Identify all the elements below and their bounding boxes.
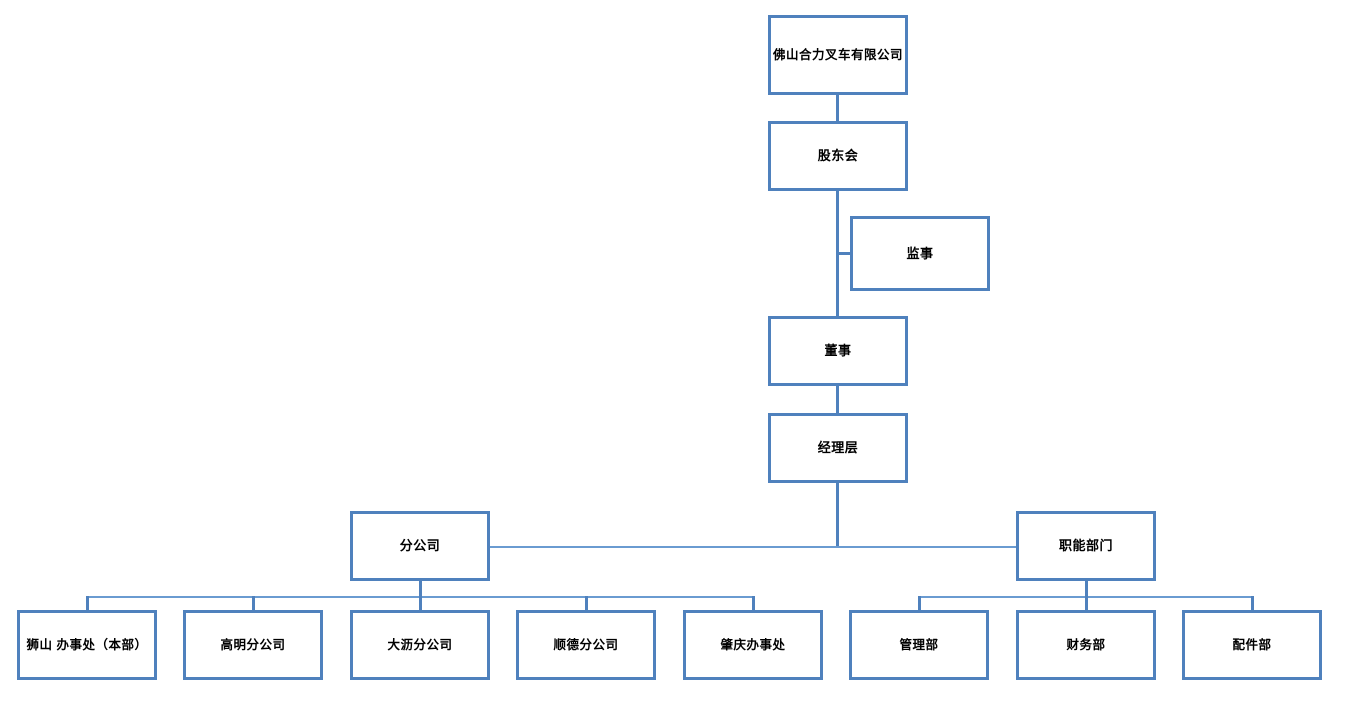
connector-branch-drop-2 xyxy=(252,596,255,611)
node-department-1-label: 财务部 xyxy=(1066,637,1106,652)
connector-branch-drop-4 xyxy=(585,596,588,611)
node-branch-group-label: 分公司 xyxy=(399,538,441,554)
connector-branch-drop-3 xyxy=(419,596,422,611)
connector-functiongroup-drop xyxy=(1085,581,1088,598)
connector-department-drop-2 xyxy=(1085,596,1088,611)
connector-department-drop-3 xyxy=(1251,596,1254,611)
node-department-2[interactable]: 配件部 xyxy=(1182,610,1322,680)
node-department-2-label: 配件部 xyxy=(1232,637,1272,652)
node-function-group[interactable]: 职能部门 xyxy=(1016,511,1156,581)
connector-director-to-management xyxy=(836,383,839,416)
connector-management-drop xyxy=(836,480,839,548)
node-branch-4-label: 肇庆办事处 xyxy=(720,637,786,652)
node-function-group-label: 职能部门 xyxy=(1058,538,1113,554)
node-supervisor[interactable]: 监事 xyxy=(850,216,990,291)
node-department-1[interactable]: 财务部 xyxy=(1016,610,1156,680)
node-branch-3[interactable]: 顺德分公司 xyxy=(516,610,656,680)
node-department-0-label: 管理部 xyxy=(899,637,939,652)
node-company[interactable]: 佛山合力叉车有限公司 xyxy=(768,15,908,95)
node-branch-0-label: 狮山 办事处（本部） xyxy=(26,637,148,652)
connector-company-to-shareholders xyxy=(836,92,839,124)
node-shareholders-label: 股东会 xyxy=(817,148,859,164)
connector-level5-horizontal-bar xyxy=(489,546,1019,548)
node-branch-4[interactable]: 肇庆办事处 xyxy=(683,610,823,680)
connector-department-drop-1 xyxy=(918,596,921,611)
connector-branchgroup-drop xyxy=(419,581,422,598)
node-branch-2[interactable]: 大沥分公司 xyxy=(350,610,490,680)
node-branch-1[interactable]: 高明分公司 xyxy=(183,610,323,680)
connector-branch-drop-5 xyxy=(752,596,755,611)
node-branch-group[interactable]: 分公司 xyxy=(350,511,490,581)
node-management-label: 经理层 xyxy=(817,440,859,456)
node-branch-2-label: 大沥分公司 xyxy=(387,637,453,652)
node-supervisor-label: 监事 xyxy=(906,245,934,261)
connector-branch-drop-1 xyxy=(86,596,89,611)
node-management[interactable]: 经理层 xyxy=(768,413,908,483)
node-shareholders[interactable]: 股东会 xyxy=(768,121,908,191)
node-branch-1-label: 高明分公司 xyxy=(220,637,286,652)
node-branch-3-label: 顺德分公司 xyxy=(553,637,619,652)
node-director[interactable]: 董事 xyxy=(768,316,908,386)
node-company-label: 佛山合力叉车有限公司 xyxy=(772,47,903,62)
connector-trunk-to-supervisor xyxy=(836,252,854,255)
node-department-0[interactable]: 管理部 xyxy=(849,610,989,680)
node-branch-0[interactable]: 狮山 办事处（本部） xyxy=(17,610,157,680)
node-director-label: 董事 xyxy=(824,343,852,359)
